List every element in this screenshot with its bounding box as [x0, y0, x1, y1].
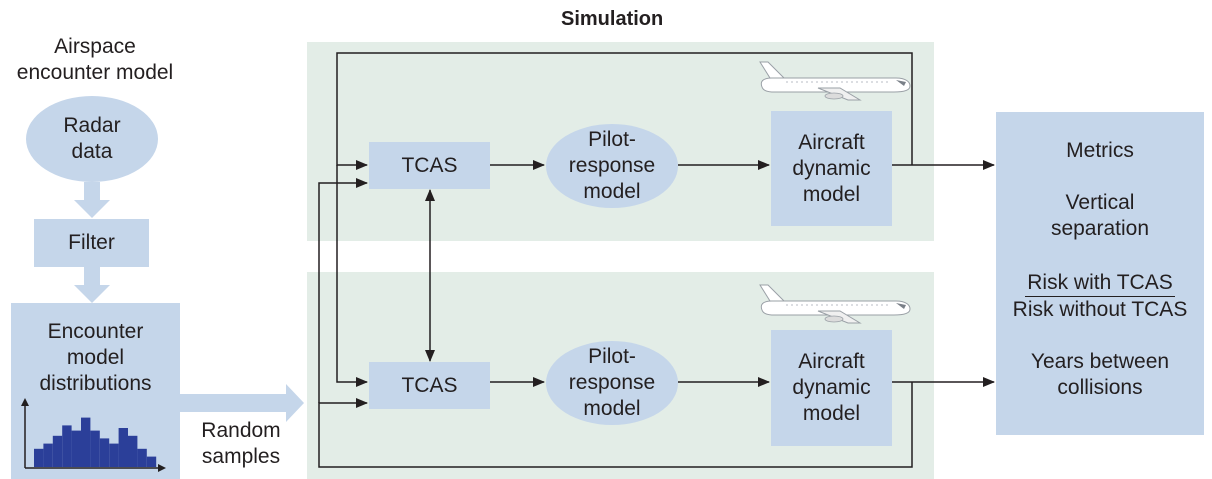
filter-node: Filter [34, 219, 149, 267]
histogram-bar [81, 417, 91, 467]
aircraft-dynamic-label-top: Aircraft dynamic model [792, 130, 871, 206]
metrics-years-between-collisions: Years between collisions [1030, 350, 1170, 399]
airplane-icon [759, 61, 911, 101]
metrics-node: Metrics Vertical separation Risk with TC… [996, 112, 1204, 435]
metrics-vertical-separation: Vertical separation [1050, 191, 1150, 240]
metrics-title: Metrics [1066, 139, 1134, 162]
histogram-bar [146, 456, 157, 467]
histogram-bar [52, 435, 63, 467]
risk-with-tcas: Risk with TCAS [1025, 270, 1175, 297]
histogram-bar [34, 448, 44, 467]
pilot-response-label-bottom: Pilot- response model [568, 345, 656, 420]
histogram-bar [99, 438, 110, 467]
encounter-distributions-label: Encounter model distributions [39, 320, 152, 395]
histogram-bar [128, 435, 138, 467]
pilot-response-node-bottom: Pilot- response model [546, 341, 678, 425]
filter-label: Filter [68, 231, 115, 254]
radar-data-node: Radar data [26, 96, 158, 182]
encounter-model-title: Airspace encounter model [16, 35, 174, 84]
aircraft-dynamic-label-bottom: Aircraft dynamic model [792, 350, 871, 425]
random-samples-label: Random samples [201, 419, 281, 468]
risk-without-tcas: Risk without TCAS [1012, 298, 1188, 321]
radar-data-label: Radar data [63, 114, 121, 163]
histogram-bar [90, 430, 100, 467]
simulation-title: Simulation [561, 8, 664, 30]
histogram-bar [71, 430, 81, 467]
tcas-node-top: TCAS [369, 142, 490, 189]
histogram-bar [109, 443, 119, 467]
tcas-label-bottom: TCAS [401, 373, 458, 397]
pilot-response-label-top: Pilot- response model [568, 128, 656, 203]
flow-arrow [74, 182, 304, 422]
pilot-response-node-top: Pilot- response model [546, 124, 678, 208]
histogram-bar [118, 428, 128, 467]
tcas-node-bottom: TCAS [369, 362, 490, 409]
aircraft-dynamic-node-bottom: Aircraft dynamic model [771, 330, 892, 446]
histogram-bar [62, 425, 72, 467]
metrics-risk-ratio: Risk with TCAS Risk without TCAS [1013, 270, 1188, 323]
tcas-label-top: TCAS [401, 153, 458, 177]
aircraft-dynamic-node-top: Aircraft dynamic model [771, 111, 892, 226]
histogram-bar [137, 448, 147, 467]
airplane-icon [759, 284, 911, 324]
histogram-bar [43, 443, 53, 467]
distribution-histogram [21, 398, 166, 472]
